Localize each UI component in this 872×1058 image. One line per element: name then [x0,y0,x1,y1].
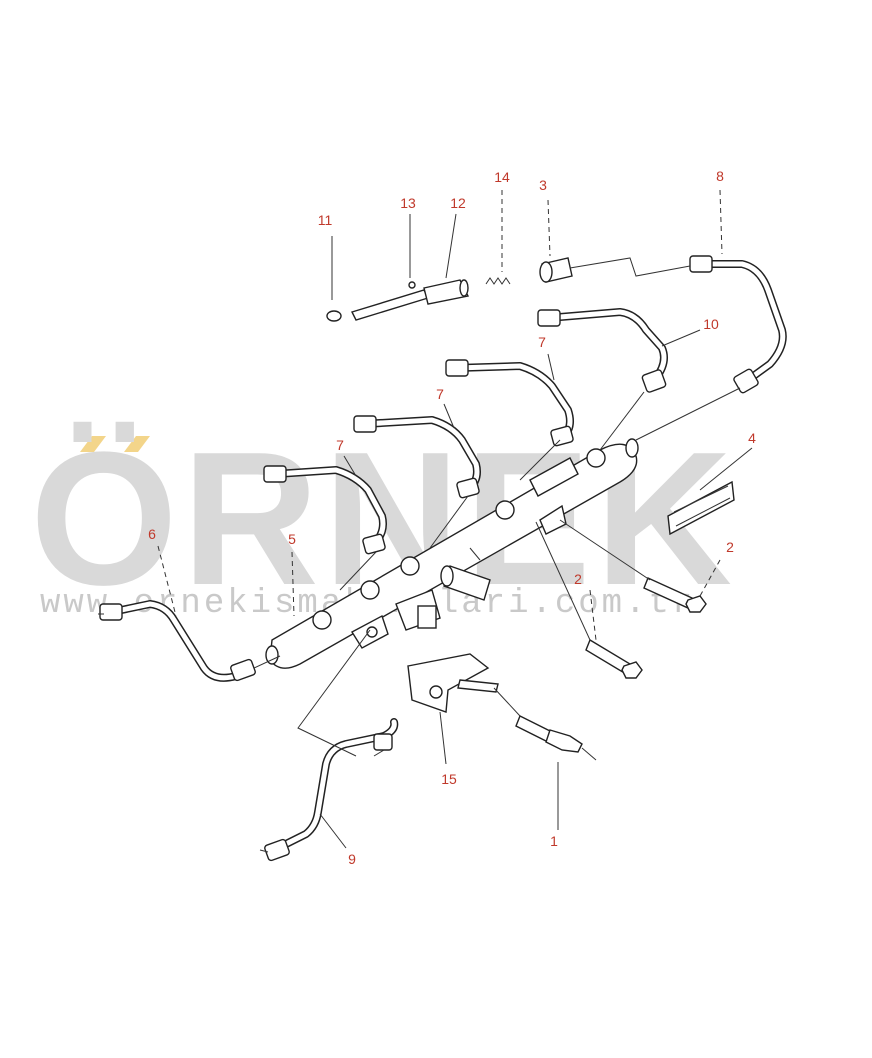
callout-10: 10 [703,316,719,332]
fuel-pipes [99,255,787,862]
callout-15: 15 [441,771,457,787]
callout-11: 11 [318,212,333,228]
bracket [407,653,499,713]
assembly-lines [98,257,741,853]
callout-5: 5 [288,531,296,547]
callouts: 1 2 2 3 4 5 6 7 7 7 8 9 10 11 12 13 14 1… [148,168,756,867]
callout-7-low: 7 [336,437,344,453]
callout-14: 14 [494,169,510,185]
bolts [515,577,707,753]
rail-ports [312,448,606,630]
label-plate [667,480,735,536]
pressure-limiter [440,565,491,601]
callout-7-top: 7 [538,334,546,350]
pressure-sensor [395,589,441,631]
callout-2-lower: 2 [574,571,582,587]
watermark-accent-left [80,436,106,452]
callout-9: 9 [348,851,356,867]
callout-3: 3 [539,177,547,193]
callout-leaders [157,189,753,849]
injector-assembly [326,257,573,322]
callout-8: 8 [716,168,724,184]
callout-7-mid: 7 [436,386,444,402]
callout-13: 13 [400,195,416,211]
callout-1: 1 [550,833,558,849]
watermark-accent-right [124,436,150,452]
fuel-rail [265,438,639,669]
callout-2-upper: 2 [726,539,734,555]
callout-12: 12 [450,195,466,211]
callout-4: 4 [748,430,756,446]
callout-6: 6 [148,526,156,542]
